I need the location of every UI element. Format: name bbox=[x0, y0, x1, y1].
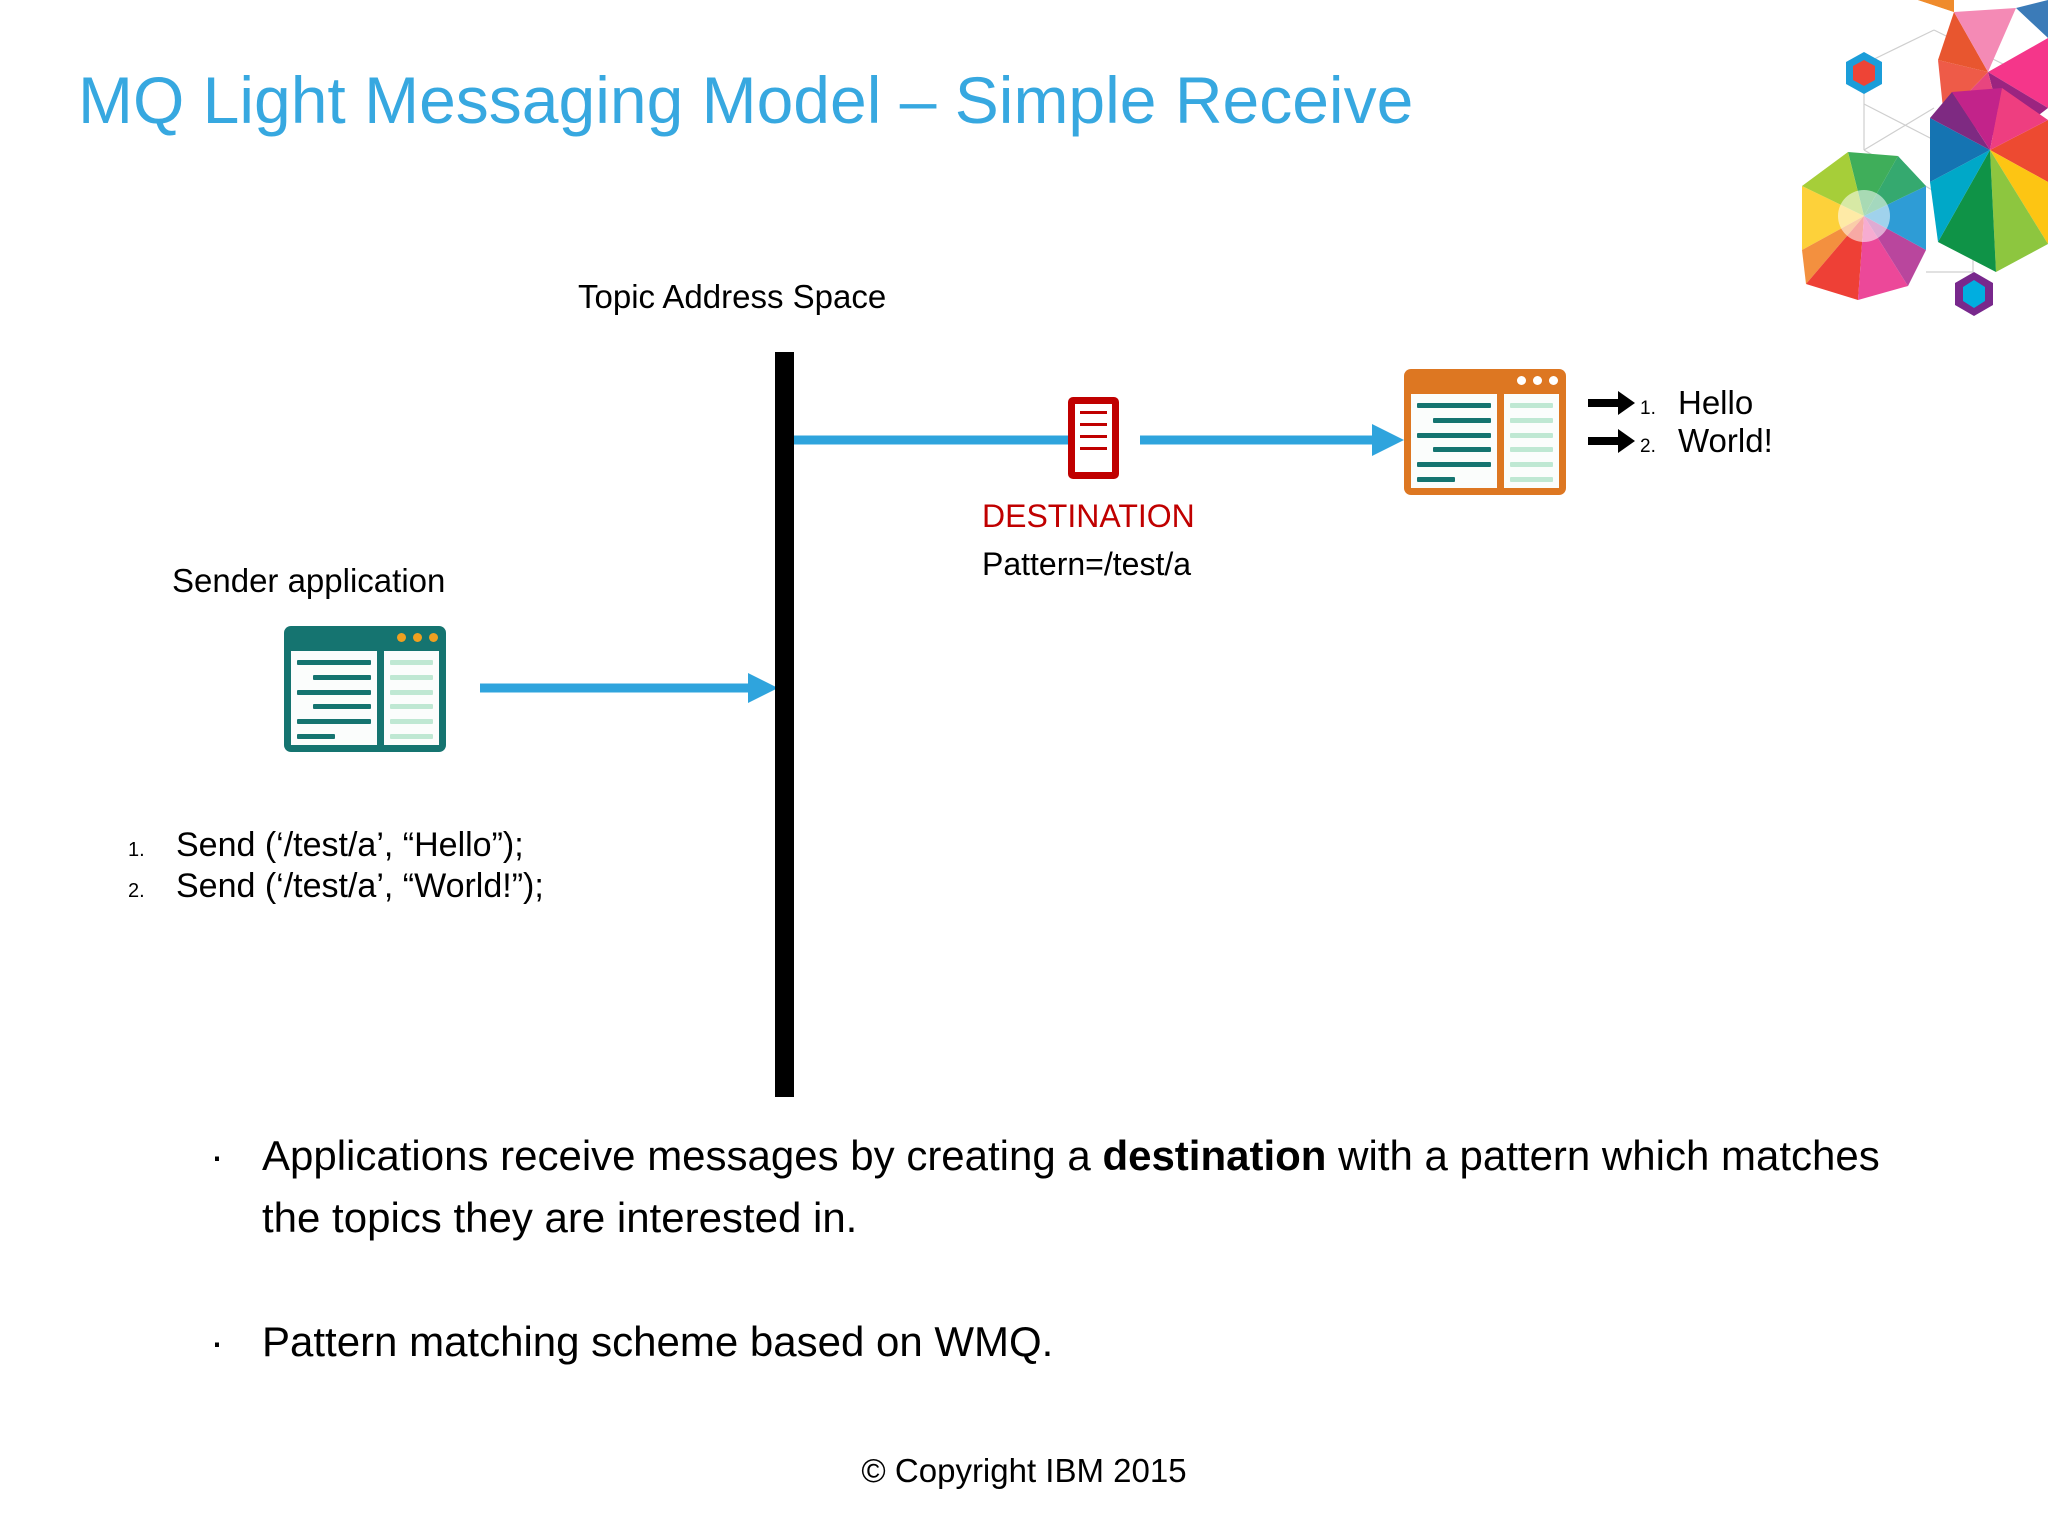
window-pane-right bbox=[383, 651, 439, 745]
bullet-item: · Pattern matching scheme based on WMQ. bbox=[200, 1311, 1880, 1373]
bullet-list: · Applications receive messages by creat… bbox=[200, 1125, 1880, 1373]
window-pane-left bbox=[291, 651, 377, 745]
window-dot-2 bbox=[1533, 375, 1542, 385]
window-dot-2 bbox=[413, 632, 422, 642]
window-dot-3 bbox=[1549, 375, 1558, 385]
window-titlebar bbox=[1404, 369, 1566, 391]
topic-address-space-bar bbox=[775, 352, 794, 1097]
received-messages-list: 1. Hello 2. World! bbox=[1588, 384, 1773, 460]
window-dot-1 bbox=[1517, 375, 1526, 385]
destination-pattern-label: Pattern=/test/a bbox=[982, 546, 1192, 582]
sender-code-row: 2. Send (‘/test/a’, “World!”); bbox=[128, 867, 748, 908]
window-titlebar bbox=[284, 626, 446, 648]
sender-application-label: Sender application bbox=[172, 562, 446, 599]
window-dot-1 bbox=[397, 632, 406, 642]
sender-code-row: 1. Send (‘/test/a’, “Hello”); bbox=[128, 826, 748, 867]
received-message-number: 2. bbox=[1640, 436, 1656, 457]
copyright-footer: © Copyright IBM 2015 bbox=[861, 1452, 1187, 1489]
arrow-right-icon bbox=[1588, 391, 1636, 415]
hexagon-pattern-icon bbox=[1802, 0, 2048, 316]
sender-code-number: 2. bbox=[128, 880, 145, 902]
sender-code-text: Send (‘/test/a’, “World!”); bbox=[176, 867, 544, 905]
window-pane-left bbox=[1411, 394, 1497, 488]
bullet-text-pre: Applications receive messages by creatin… bbox=[262, 1132, 1103, 1179]
sender-code-number: 1. bbox=[128, 839, 145, 861]
received-message-text: World! bbox=[1678, 422, 1773, 459]
received-message-row: 2. World! bbox=[1588, 422, 1773, 460]
window-panes bbox=[1411, 394, 1559, 488]
bullet-text-pre: Pattern matching scheme based on WMQ. bbox=[262, 1318, 1054, 1365]
topic-address-space-label: Topic Address Space bbox=[578, 278, 887, 315]
received-message-number: 1. bbox=[1640, 398, 1656, 419]
destination-label: DESTINATION bbox=[982, 498, 1195, 534]
window-dot-3 bbox=[429, 632, 438, 642]
sender-application-window-icon bbox=[284, 626, 446, 752]
bullet-marker: · bbox=[210, 1132, 224, 1179]
arrow-right-icon bbox=[1588, 429, 1636, 453]
window-pane-right bbox=[1503, 394, 1559, 488]
page-title: MQ Light Messaging Model – Simple Receiv… bbox=[78, 63, 1414, 137]
bullet-marker: · bbox=[210, 1318, 224, 1365]
window-panes bbox=[291, 651, 439, 745]
sender-code-text: Send (‘/test/a’, “Hello”); bbox=[176, 826, 524, 864]
receiver-application-window-icon bbox=[1404, 369, 1566, 495]
bullet-item: · Applications receive messages by creat… bbox=[200, 1125, 1880, 1249]
sender-code-list: 1. Send (‘/test/a’, “Hello”); 2. Send (‘… bbox=[128, 826, 748, 908]
bullet-text-bold: destination bbox=[1102, 1132, 1327, 1179]
received-message-text: Hello bbox=[1678, 384, 1754, 421]
received-message-row: 1. Hello bbox=[1588, 384, 1773, 422]
queue-icon bbox=[1068, 397, 1119, 479]
bullet-text-post: with a pattern which matches the topics … bbox=[262, 1132, 1880, 1241]
